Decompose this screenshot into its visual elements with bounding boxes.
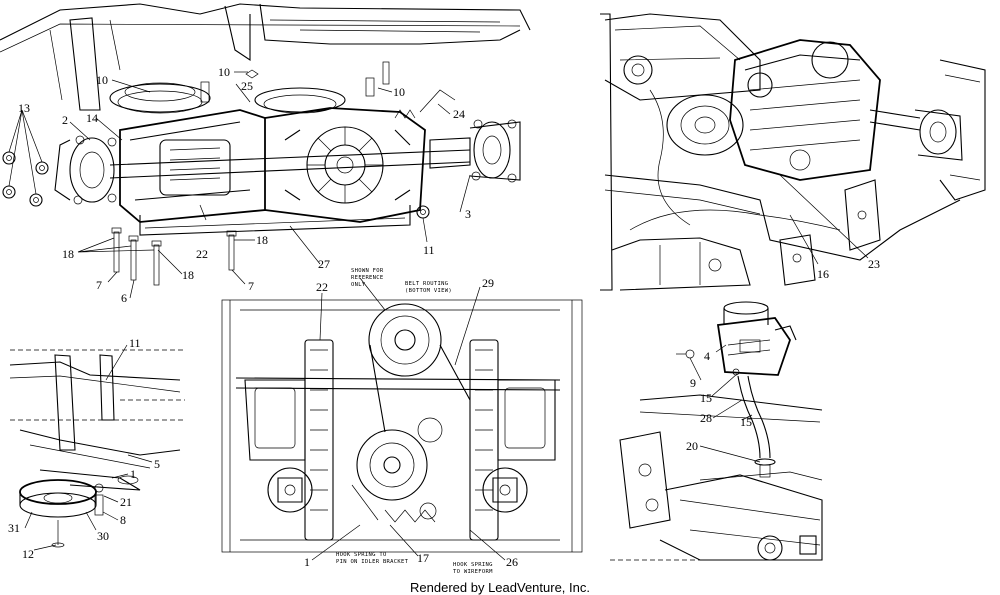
callout-7: 7 [96, 278, 102, 292]
hook-spring-idler-note: HOOK SPRING TO [336, 552, 387, 558]
reservoir-detail: 4 9 15 15 28 20 [610, 301, 823, 561]
callout-5: 5 [154, 457, 160, 471]
callout-16: 16 [817, 267, 829, 281]
callout-10: 10 [393, 85, 405, 99]
callout-10: 10 [96, 73, 108, 87]
callout-27: 27 [318, 257, 330, 271]
callout-17: 17 [417, 551, 429, 565]
transaxle-exploded-view: 2 3 13 14 10 10 10 25 24 11 18 18 18 22 … [0, 3, 531, 305]
hook-spring-wireform-note: TO WIREFORM [453, 569, 493, 575]
callout-23: 23 [868, 257, 880, 271]
callout-12: 12 [22, 547, 34, 561]
callout-15: 15 [700, 391, 712, 405]
callout-11: 11 [129, 336, 141, 350]
callout-18: 18 [62, 247, 74, 261]
belt-routing-note: (BOTTOM VIEW) [405, 288, 452, 294]
reference-note: SHOWN FOR [351, 268, 384, 274]
callout-28: 28 [700, 411, 712, 425]
callout-3: 3 [465, 207, 471, 221]
reference-note: ONLY [351, 282, 366, 288]
callout-11: 11 [423, 243, 435, 257]
hook-spring-idler-note: PIN ON IDLER BRACKET [336, 559, 409, 565]
callout-1: 1 [130, 467, 136, 481]
hook-spring-wireform-note: HOOK SPRING [453, 562, 493, 568]
installed-transaxle-view: 16 23 [600, 13, 986, 291]
idler-pulley-detail: 11 5 1 21 8 31 30 12 [8, 336, 185, 561]
callout-20: 20 [686, 439, 698, 453]
footer-credit: Rendered by LeadVenture, Inc. [410, 580, 590, 595]
callout-21: 21 [120, 495, 132, 509]
callout-6: 6 [121, 291, 127, 305]
callout-25: 25 [241, 79, 253, 93]
callout-13: 13 [18, 101, 30, 115]
callout-9: 9 [690, 376, 696, 390]
callout-18: 18 [182, 268, 194, 282]
callout-7: 7 [248, 279, 254, 293]
callout-1: 1 [304, 555, 310, 569]
callout-29: 29 [482, 276, 494, 290]
callout-2: 2 [62, 113, 68, 127]
callout-18: 18 [256, 233, 268, 247]
callout-14: 14 [86, 111, 98, 125]
callout-8: 8 [120, 513, 126, 527]
callout-24: 24 [453, 107, 465, 121]
belt-routing-view: 22 29 1 17 26 SHOWN FOR REFERENCE ONLY B… [221, 268, 583, 575]
callout-4: 4 [704, 349, 710, 363]
callout-10: 10 [218, 65, 230, 79]
callout-22: 22 [316, 280, 328, 294]
reference-note: REFERENCE [351, 275, 384, 281]
belt-routing-note: BELT ROUTING [405, 281, 448, 287]
callout-22: 22 [196, 247, 208, 261]
callout-26: 26 [506, 555, 518, 569]
callout-15: 15 [740, 415, 752, 429]
callout-31: 31 [8, 521, 20, 535]
callout-30: 30 [97, 529, 109, 543]
